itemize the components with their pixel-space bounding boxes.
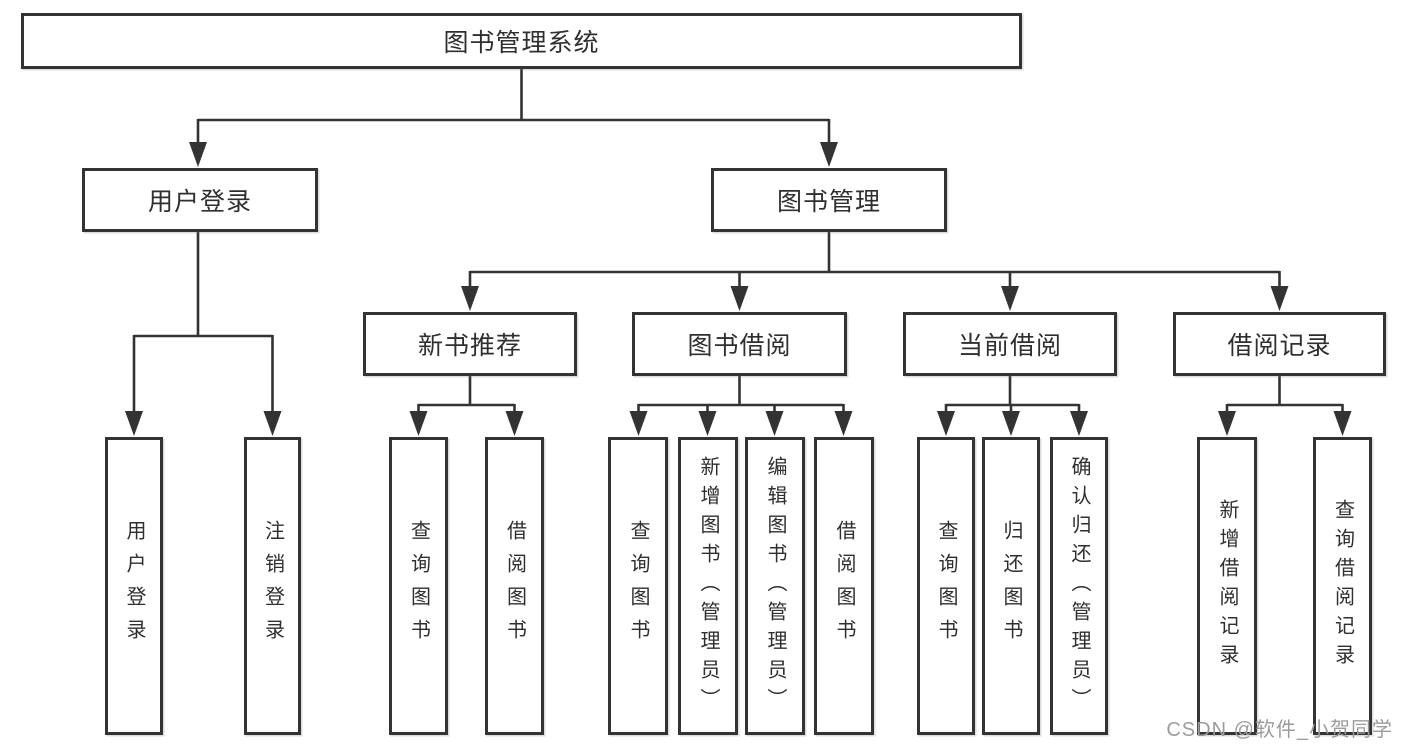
arrow-down-icon	[263, 411, 282, 436]
node-label: 新书推荐	[417, 332, 522, 360]
arrow-down-icon	[125, 411, 143, 436]
leaf-label: 新增借阅记录	[1216, 499, 1238, 673]
leaf-label: 查询图书	[627, 520, 649, 652]
arrow-down-icon	[1002, 411, 1020, 436]
node-borrowing-records: 借阅记录	[1173, 312, 1386, 376]
leaf-query-books-3: 查询图书	[917, 437, 975, 735]
arrow-down-icon	[461, 286, 479, 311]
leaf-label: 用户登录	[123, 520, 145, 652]
leaf-user-login: 用户登录	[105, 437, 163, 735]
leaf-return-books: 归还图书	[982, 437, 1040, 735]
leaf-query-borrow-record: 查询借阅记录	[1313, 437, 1372, 735]
connector-current-borrowing-to-leaves	[937, 375, 1088, 436]
arrow-down-icon	[937, 411, 955, 436]
node-book-management: 图书管理	[711, 168, 947, 232]
connector-user-login-to-leaves	[125, 231, 282, 436]
arrow-down-icon	[698, 411, 717, 436]
arrow-down-icon	[1070, 411, 1088, 436]
arrow-down-icon	[834, 411, 853, 436]
node-label: 借阅记录	[1227, 332, 1332, 360]
node-label: 图书借阅	[687, 332, 792, 360]
arrow-down-icon	[1001, 286, 1019, 311]
csdn-watermark: CSDN @软件_小贺同学	[1166, 719, 1393, 741]
arrow-down-icon	[1218, 411, 1236, 436]
arrow-down-icon	[820, 142, 838, 167]
leaf-label: 确认归还（管理员）	[1068, 455, 1090, 717]
node-book-borrowing: 图书借阅	[632, 312, 847, 376]
connector-new-book-to-leaves	[409, 375, 524, 436]
connector-book-borrowing-to-leaves	[629, 375, 853, 436]
node-current-borrowing: 当前借阅	[903, 312, 1117, 376]
leaf-label: 新增图书（管理员）	[697, 455, 719, 717]
node-label: 图书管理系统	[443, 29, 600, 57]
arrow-down-icon	[765, 411, 784, 436]
arrow-down-icon	[629, 411, 648, 436]
arrow-down-icon	[505, 411, 524, 436]
leaf-label: 查询图书	[407, 520, 430, 652]
arrow-down-icon	[409, 411, 428, 436]
leaf-add-borrow-record: 新增借阅记录	[1197, 437, 1257, 735]
leaf-label: 查询借阅记录	[1331, 499, 1354, 673]
connector-borrowing-records-to-leaves	[1218, 375, 1352, 436]
leaf-label: 归还图书	[1000, 520, 1022, 652]
leaf-confirm-return-admin: 确认归还（管理员）	[1050, 437, 1108, 735]
node-label: 图书管理	[776, 188, 881, 216]
arrow-down-icon	[730, 286, 749, 311]
leaf-label: 查询图书	[935, 520, 957, 652]
leaf-label: 编辑图书（管理员）	[764, 455, 786, 717]
node-new-book-recommendation: 新书推荐	[363, 312, 577, 376]
leaf-label: 借阅图书	[503, 520, 526, 652]
leaf-logout: 注销登录	[244, 437, 301, 735]
arrow-down-icon	[1270, 286, 1289, 311]
leaf-add-books-admin: 新增图书（管理员）	[678, 437, 738, 735]
leaf-label: 注销登录	[261, 520, 284, 652]
leaf-borrow-books-1: 借阅图书	[485, 437, 544, 735]
leaf-edit-books-admin: 编辑图书（管理员）	[745, 437, 805, 735]
connector-root-to-level1	[189, 68, 838, 167]
node-label: 当前借阅	[957, 332, 1062, 360]
leaf-borrow-books-2: 借阅图书	[814, 437, 874, 735]
node-label: 用户登录	[147, 188, 252, 216]
node-user-login: 用户登录	[82, 168, 318, 232]
connector-book-management-to-level2	[461, 231, 1289, 311]
arrow-down-icon	[189, 142, 207, 167]
arrow-down-icon	[1333, 411, 1352, 436]
leaf-label: 借阅图书	[833, 520, 855, 652]
leaf-query-books-2: 查询图书	[608, 437, 668, 735]
leaf-query-books-1: 查询图书	[389, 437, 448, 735]
node-library-system: 图书管理系统	[21, 13, 1022, 69]
